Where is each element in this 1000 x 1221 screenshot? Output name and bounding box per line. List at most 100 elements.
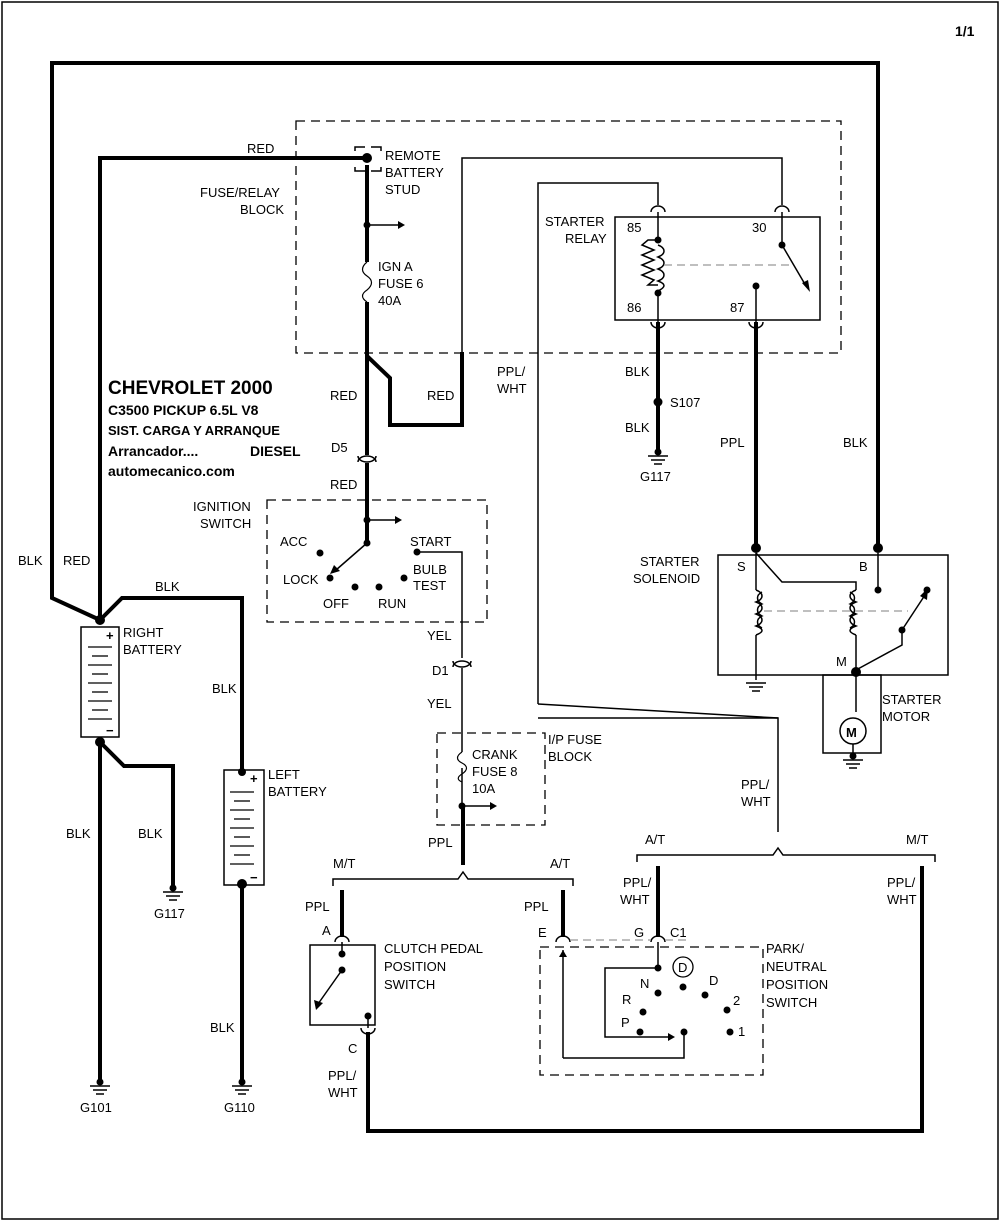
svg-text:FUSE 8: FUSE 8 [472, 764, 518, 779]
svg-text:PPL/: PPL/ [328, 1068, 357, 1083]
svg-text:40A: 40A [378, 293, 401, 308]
svg-text:+: + [250, 771, 258, 786]
svg-text:OFF: OFF [323, 596, 349, 611]
svg-text:A/T: A/T [645, 832, 665, 847]
wires [50, 61, 924, 1133]
ground-g101: G101 [80, 1078, 112, 1115]
connector-d5: D5 [331, 440, 377, 463]
svg-text:BATTERY: BATTERY [385, 165, 444, 180]
svg-text:C3500 PICKUP 6.5L V8: C3500 PICKUP 6.5L V8 [108, 402, 259, 418]
fuse-relay-block: FUSE/RELAY BLOCK REMOTE BATTERY STUD IGN… [200, 120, 842, 354]
svg-text:TEST: TEST [413, 578, 446, 593]
svg-text:D: D [709, 973, 718, 988]
svg-text:PPL/: PPL/ [623, 875, 652, 890]
svg-text:−: − [250, 870, 258, 885]
svg-text:G: G [634, 925, 644, 940]
svg-text:BLK: BLK [210, 1020, 235, 1035]
remote-battery-stud: REMOTE BATTERY STUD [354, 146, 444, 197]
svg-text:86: 86 [627, 300, 641, 315]
svg-text:PPL: PPL [720, 435, 745, 450]
svg-text:WHT: WHT [328, 1085, 358, 1100]
svg-text:+: + [106, 628, 114, 643]
svg-text:BLK: BLK [843, 435, 868, 450]
svg-text:85: 85 [627, 220, 641, 235]
svg-text:Arrancador....: Arrancador.... [108, 443, 198, 459]
svg-text:BULB: BULB [413, 562, 447, 577]
svg-text:BLK: BLK [18, 553, 43, 568]
svg-text:RED: RED [247, 141, 274, 156]
svg-text:SWITCH: SWITCH [384, 977, 435, 992]
splice-s107: S107 [653, 395, 700, 410]
svg-text:SOLENOID: SOLENOID [633, 571, 700, 586]
svg-text:G101: G101 [80, 1100, 112, 1115]
svg-text:NEUTRAL: NEUTRAL [766, 959, 827, 974]
svg-text:CRANK: CRANK [472, 747, 518, 762]
park-neutral-position-switch: E G C1 D N D R 2 P 1 PARK/ NEUTRAL POSIT… [538, 925, 828, 1076]
svg-text:YEL: YEL [427, 628, 452, 643]
svg-text:BATTERY: BATTERY [268, 784, 327, 799]
svg-text:PPL/: PPL/ [741, 777, 770, 792]
svg-text:1: 1 [738, 1024, 745, 1039]
right-battery: + − RIGHT BATTERY [80, 615, 182, 747]
svg-text:RED: RED [427, 388, 454, 403]
svg-text:G117: G117 [640, 469, 671, 484]
diagram-title: CHEVROLET 2000 C3500 PICKUP 6.5L V8 SIST… [108, 378, 301, 479]
svg-text:RED: RED [63, 553, 90, 568]
svg-text:M/T: M/T [333, 856, 355, 871]
svg-text:RIGHT: RIGHT [123, 625, 164, 640]
svg-text:POSITION: POSITION [766, 977, 828, 992]
svg-text:R: R [622, 992, 631, 1007]
svg-text:M: M [836, 654, 847, 669]
svg-text:PPL: PPL [305, 899, 330, 914]
svg-text:G117: G117 [154, 906, 185, 921]
svg-text:FUSE 6: FUSE 6 [378, 276, 424, 291]
svg-text:POSITION: POSITION [384, 959, 446, 974]
ground-g117-top: G117 [640, 448, 671, 484]
svg-text:C: C [348, 1041, 357, 1056]
svg-text:PARK/: PARK/ [766, 941, 804, 956]
svg-text:BLOCK: BLOCK [240, 202, 284, 217]
svg-text:CHEVROLET 2000: CHEVROLET 2000 [108, 378, 273, 399]
svg-text:BATTERY: BATTERY [123, 642, 182, 657]
svg-text:D5: D5 [331, 440, 348, 455]
svg-text:DIESEL: DIESEL [250, 443, 301, 459]
option-bracket-left: M/T A/T [332, 856, 574, 886]
svg-text:BLK: BLK [155, 579, 180, 594]
svg-text:WHT: WHT [620, 892, 650, 907]
svg-text:SIST. CARGA Y ARRANQUE: SIST. CARGA Y ARRANQUE [108, 423, 280, 438]
svg-text:D1: D1 [432, 663, 449, 678]
ground-g110: G110 [224, 1078, 255, 1115]
svg-text:WHT: WHT [497, 381, 527, 396]
svg-text:YEL: YEL [427, 696, 452, 711]
svg-text:FUSE/RELAY: FUSE/RELAY [200, 185, 280, 200]
svg-text:ACC: ACC [280, 534, 307, 549]
left-battery: + − LEFT BATTERY [223, 767, 327, 889]
svg-text:BLK: BLK [625, 420, 650, 435]
svg-text:IGNITION: IGNITION [193, 499, 251, 514]
svg-text:PPL/: PPL/ [887, 875, 916, 890]
svg-text:STARTER: STARTER [545, 214, 604, 229]
svg-text:M/T: M/T [906, 832, 928, 847]
svg-text:C1: C1 [670, 925, 687, 940]
svg-text:STARTER: STARTER [640, 554, 699, 569]
svg-text:PPL/: PPL/ [497, 364, 526, 379]
svg-text:A: A [322, 923, 331, 938]
svg-text:B: B [859, 559, 868, 574]
option-bracket-right: A/T M/T [636, 832, 936, 862]
page-number: 1/1 [955, 23, 975, 39]
svg-text:BLK: BLK [625, 364, 650, 379]
svg-text:N: N [640, 976, 649, 991]
svg-text:E: E [538, 925, 547, 940]
svg-text:D: D [678, 960, 687, 975]
svg-text:SWITCH: SWITCH [200, 516, 251, 531]
svg-text:BLK: BLK [212, 681, 237, 696]
svg-text:A/T: A/T [550, 856, 570, 871]
svg-text:P: P [621, 1015, 630, 1030]
svg-text:RED: RED [330, 477, 357, 492]
svg-text:30: 30 [752, 220, 766, 235]
svg-text:G110: G110 [224, 1100, 255, 1115]
clutch-pedal-position-switch: A C CLUTCH PEDAL POSITION SWITCH [309, 923, 483, 1056]
svg-text:WHT: WHT [887, 892, 917, 907]
svg-text:LEFT: LEFT [268, 767, 300, 782]
